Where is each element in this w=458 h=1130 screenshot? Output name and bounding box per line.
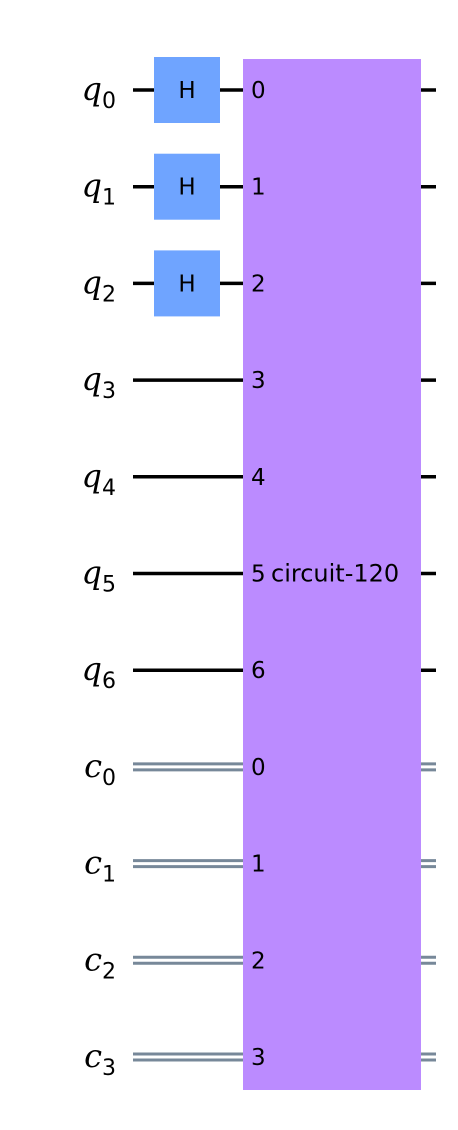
circuit-block: 0 1 2 3 4 5 6 0 1 2 3 circuit-120 [243,59,421,1090]
qubit-label-name: q [82,70,102,108]
qubit-label-5: q5 [82,554,116,598]
qubit-label-2: q2 [82,263,116,307]
clbit-label-index: 0 [102,766,116,791]
block-qubit-port-1: 1 [251,175,266,201]
qubit-label-name: q [82,360,102,398]
block-qubit-port-6: 6 [251,658,266,684]
clbit-label-2: c2 [84,940,116,984]
block-qubit-port-5: 5 [251,562,266,588]
qubit-label-index: 6 [102,669,116,694]
clbit-label-index: 3 [102,1056,116,1081]
clbit-label-name: c [84,940,102,978]
qubit-label-index: 4 [102,476,116,501]
block-clbit-port-2: 2 [251,948,266,974]
clbit-label-index: 1 [102,863,116,888]
h-gate-box [154,57,220,123]
block-qubit-port-0: 0 [251,78,266,104]
qubit-label-4: q4 [82,457,116,501]
clbit-label-3: c3 [84,1037,116,1081]
h-gate-box [154,153,220,220]
qubit-label-3: q3 [82,360,116,404]
h-gate-q1: H [154,153,220,220]
block-qubit-port-3: 3 [251,368,266,394]
clbit-label-0: c0 [84,747,116,791]
circuit-block-label: circuit-120 [271,560,399,588]
qubit-label-index: 0 [102,89,116,114]
qubit-label-0: q0 [82,70,116,114]
h-gate-q2: H [154,250,220,317]
block-qubit-port-2: 2 [251,271,266,297]
qubit-label-name: q [82,650,102,688]
qubit-label-index: 2 [102,282,116,307]
clbit-label-index: 2 [102,959,116,984]
qubit-label-1: q1 [82,167,116,211]
clbit-label-1: c1 [84,844,116,888]
qubit-label-name: q [82,263,102,301]
clbit-label-name: c [84,844,102,882]
qubit-label-name: q [82,167,102,205]
qubit-label-index: 1 [102,186,116,211]
h-gate-q0: H [154,57,220,123]
h-gate-label: H [178,175,195,201]
block-clbit-port-3: 3 [251,1045,266,1071]
gates-layer: H H H 0 1 2 3 4 5 6 0 1 2 3 circuit-120 [154,57,421,1090]
qubit-label-6: q6 [82,650,116,694]
qubit-label-name: q [82,457,102,495]
h-gate-box [154,250,220,317]
h-gate-label: H [178,271,195,297]
clbit-label-name: c [84,747,102,785]
circuit-block-box [243,59,421,1090]
block-clbit-port-1: 1 [251,852,266,878]
qubit-label-index: 3 [102,379,116,404]
h-gate-label: H [178,78,195,104]
block-qubit-port-4: 4 [251,465,266,491]
qubit-label-index: 5 [102,573,116,598]
clbit-label-name: c [84,1037,102,1075]
block-clbit-port-0: 0 [251,755,266,781]
qubit-label-name: q [82,554,102,592]
